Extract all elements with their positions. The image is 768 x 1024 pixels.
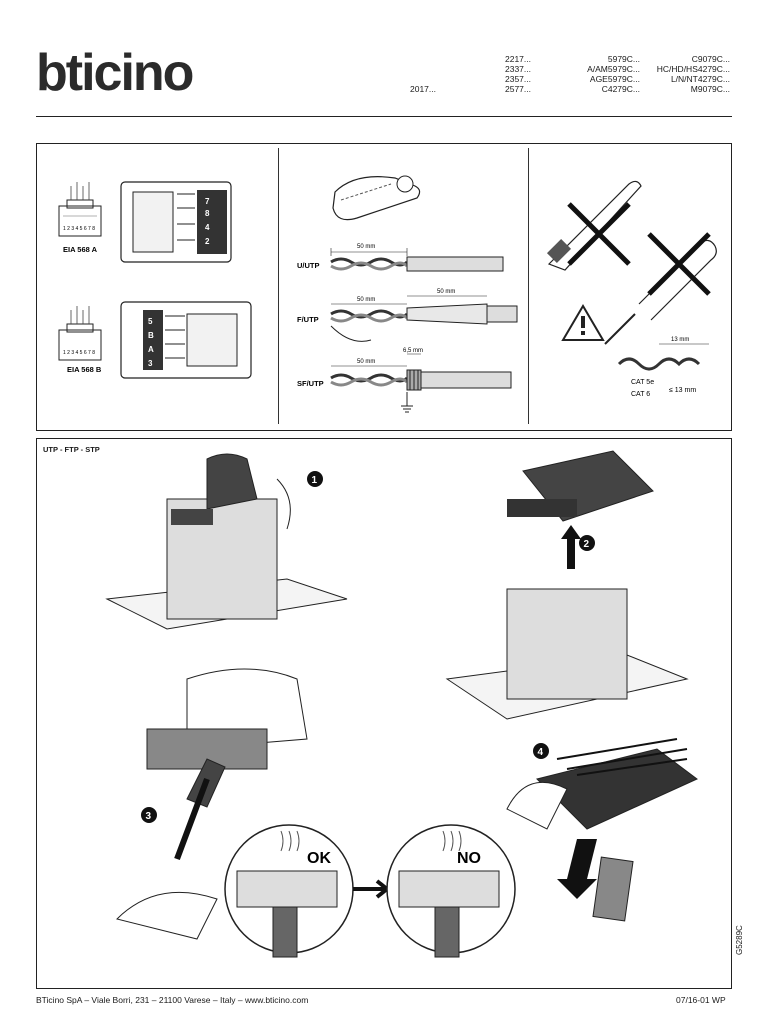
cable-prep-diagrams: U/UTP 50 mm F/UTP 50 mm 50 mm SF/UTP 50 …: [297, 175, 518, 413]
footer-address: BTicino SpA – Viale Borri, 231 – 21100 V…: [36, 995, 309, 1005]
jack-b-icon: [58, 306, 102, 361]
sftp-label: SF/UTP: [297, 379, 324, 388]
svg-text:B: B: [148, 331, 154, 340]
ftp-strip-length: 50 mm: [357, 297, 375, 303]
svg-text:2: 2: [205, 237, 210, 246]
svg-text:3: 3: [148, 359, 153, 368]
code-item: 2357...: [505, 74, 531, 84]
keystone-a-icon: 7 8 4 2: [120, 181, 232, 263]
no-detail: [386, 824, 516, 958]
keystone-b-icon: 5 B A 3: [120, 301, 252, 379]
doc-code: G5289C: [735, 925, 744, 955]
warnings-diagrams: 13 mm CAT 5e CAT 6 ≤ 13 mm: [546, 180, 717, 398]
code-item: 2337...: [505, 64, 531, 74]
code-item: A/AM5979C...: [587, 64, 640, 74]
cat6-label: CAT 6: [631, 391, 650, 398]
code-item: 2217...: [505, 54, 531, 64]
sftp-braid-length: 6,5 mm: [403, 348, 423, 354]
step2-illustration: [445, 450, 689, 720]
step3-illustration: [116, 668, 308, 940]
codes-col3: 5979C... A/AM5979C... AGE5979C... C4279C…: [570, 54, 640, 94]
ftp-foil-length: 50 mm: [437, 289, 455, 295]
code-item: 2577...: [505, 84, 531, 94]
logo-text: bticino: [36, 44, 193, 102]
wiring-diagrams: 1 2 3 4 5 6 7 8 EIA 568 A 7 8 4 2 1 2 3 …: [58, 181, 252, 379]
code-item: HC/HD/HS4279C...: [656, 64, 730, 74]
cat5e-label: CAT 5e: [631, 379, 654, 386]
pins-b: 1 2 3 4 5 6 7 8: [63, 350, 95, 356]
svg-text:7: 7: [205, 197, 210, 206]
screwdriver-icon: [604, 232, 717, 345]
column-divider: [278, 148, 279, 424]
step2-marker: [579, 535, 595, 551]
standard-b-label: EIA 568 B: [67, 365, 102, 374]
assembly-diagrams: 1 2 3 OK: [105, 450, 698, 958]
step1-illustration: [105, 453, 348, 630]
stripping-tool-icon: [332, 175, 421, 221]
no-label: NO: [457, 850, 481, 867]
code-item: L/N/NT4279C...: [670, 74, 730, 84]
warning-icon: [561, 304, 605, 341]
logo-graphic: bticino: [36, 44, 195, 102]
codes-col2: 2217... 2337... 2357... 2577...: [505, 54, 531, 94]
step2-number: 2: [584, 539, 590, 550]
step4-marker: [533, 743, 549, 759]
ftp-label: F/UTP: [297, 315, 319, 324]
step1-number: 1: [312, 475, 318, 486]
svg-text:8: 8: [205, 209, 210, 218]
step1-marker: [307, 471, 323, 487]
code-item: 5979C...: [607, 54, 640, 64]
svg-text:4: 4: [205, 223, 210, 232]
bticino-logo: bticino: [36, 44, 240, 102]
ok-detail: [224, 824, 354, 958]
arrow-icon: [353, 879, 393, 899]
codes-col1: 2017...: [410, 84, 436, 94]
code-item: M9079C...: [690, 84, 730, 94]
column-divider: [528, 148, 529, 424]
code-item: C4279C...: [601, 84, 640, 94]
step4-illustration: [506, 738, 698, 922]
svg-text:A: A: [148, 345, 154, 354]
utp-label: U/UTP: [297, 261, 320, 270]
jack-a-icon: [58, 182, 102, 237]
code-item: AGE5979C...: [589, 74, 640, 84]
codes-col4: C9079C... HC/HD/HS4279C... L/N/NT4279C..…: [648, 54, 730, 94]
assembly-panel: UTP - FTP - STP 1 2: [36, 438, 732, 989]
section-title: UTP - FTP - STP: [43, 445, 100, 454]
max-untwist: ≤ 13 mm: [669, 387, 696, 394]
utp-strip-length: 50 mm: [357, 244, 375, 250]
ok-label: OK: [307, 850, 331, 867]
punch-tool-icon: [546, 180, 642, 271]
step4-number: 4: [538, 747, 544, 758]
untwist-length: 13 mm: [671, 337, 689, 343]
step3-marker: [141, 807, 157, 823]
code-item: 2017...: [410, 84, 436, 94]
preparation-panel: 1 2 3 4 5 6 7 8 EIA 568 A 7 8 4 2 1 2 3 …: [36, 143, 732, 431]
svg-text:5: 5: [148, 317, 153, 326]
standard-a-label: EIA 568 A: [63, 245, 98, 254]
sftp-strip-length: 50 mm: [357, 359, 375, 365]
header-divider: [36, 116, 732, 117]
step3-number: 3: [146, 811, 152, 822]
pins-a: 1 2 3 4 5 6 7 8: [63, 226, 95, 232]
code-item: C9079C...: [691, 54, 730, 64]
footer-revision: 07/16-01 WP: [676, 995, 726, 1005]
